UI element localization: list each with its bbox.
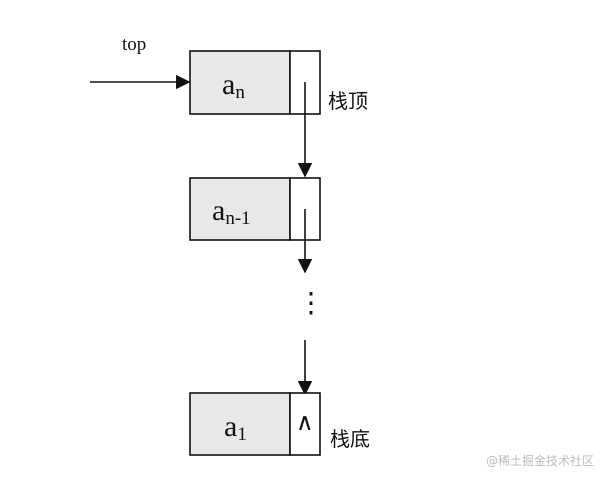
- node-value-label: an: [222, 68, 245, 103]
- top-pointer-label: top: [122, 34, 146, 55]
- stack-node-top: an 栈顶: [189, 50, 368, 115]
- watermark: @稀土掘金技术社区: [485, 454, 594, 468]
- node-data-field: [189, 177, 291, 241]
- null-pointer-mark: ∧: [296, 408, 314, 436]
- stack-bottom-label: 栈底: [330, 427, 370, 451]
- stack-node-bottom: a1 ∧ 栈底: [189, 392, 370, 456]
- node-value-label: a1: [224, 410, 247, 445]
- stack-node-middle: an-1: [189, 177, 321, 241]
- node-next-field: [289, 392, 321, 456]
- ellipsis: ⋮: [297, 288, 325, 319]
- stack-top-label: 栈顶: [328, 89, 368, 113]
- node-value-label: an-1: [212, 194, 251, 229]
